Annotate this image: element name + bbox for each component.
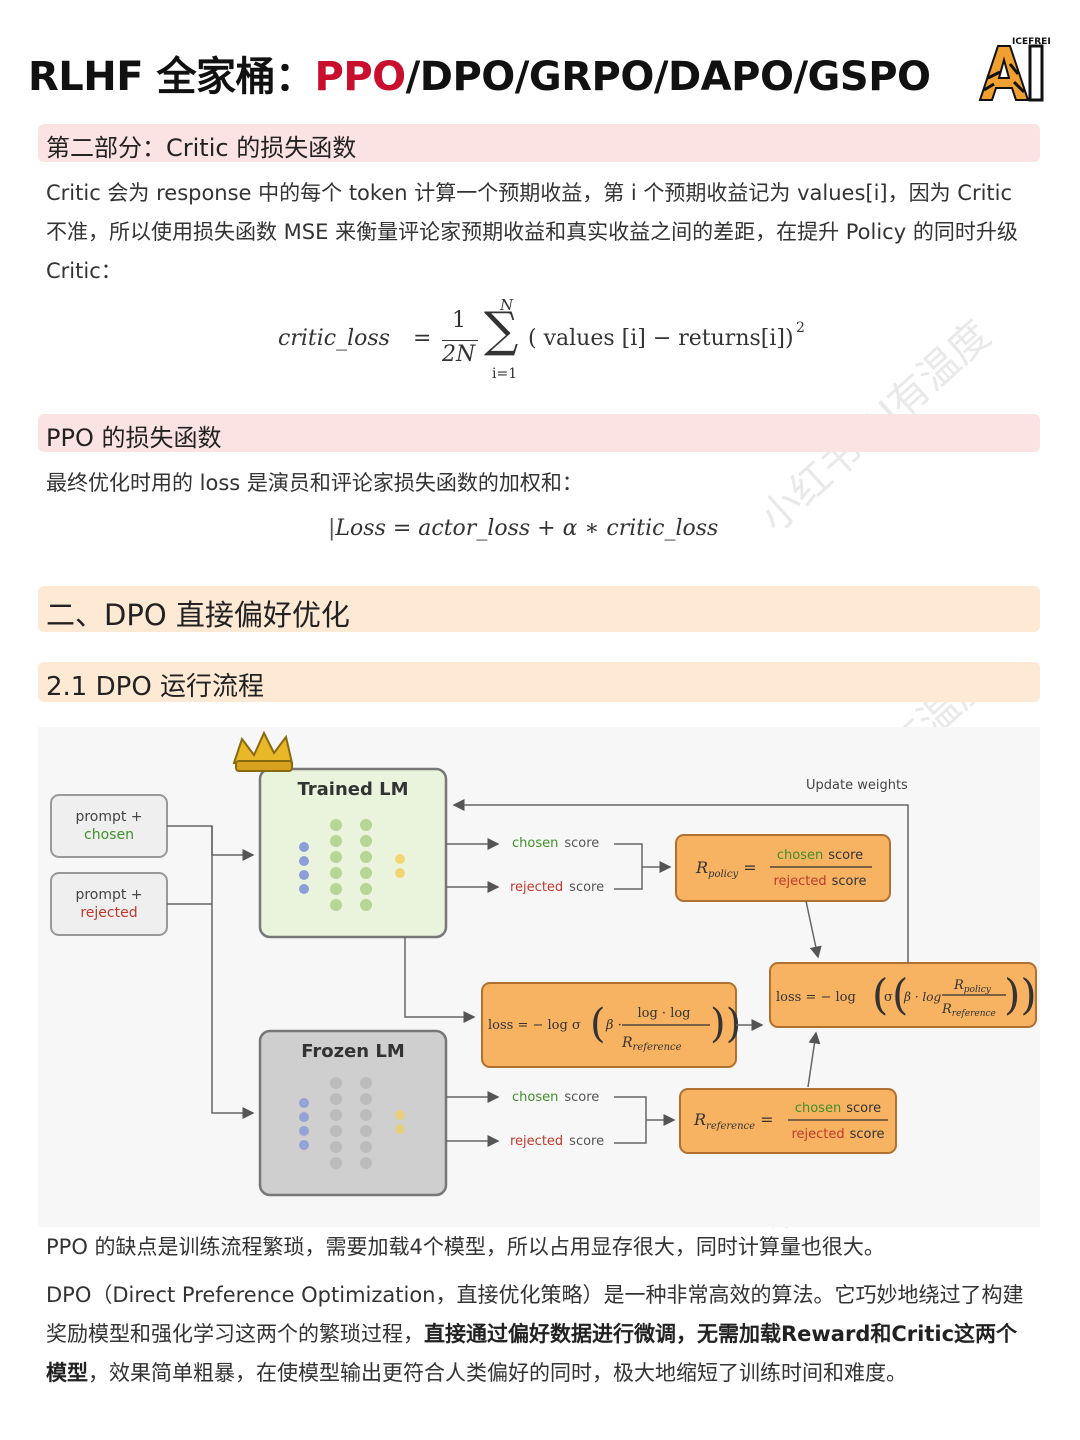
dpo-flow-diagram: prompt + chosen prompt + rejected Traine…: [38, 727, 1040, 1227]
dpo-bold-phrase: 直接通过偏好数据进行微调，无需加载Reward和Critic这两个模型: [46, 1322, 1018, 1385]
loss-box-middle: loss = − log σ β · log · log Rreference …: [481, 982, 741, 1068]
ppo-loss-formula: |Loss = actor_loss + α ∗ critic_loss: [328, 516, 719, 541]
trained-lm-box: Trained LM: [258, 767, 448, 939]
section-heading-text: 二、DPO 直接偏好优化: [46, 598, 350, 632]
critic-paragraph: Critic 会为 response 中的每个 token 计算一个预期收益，第…: [46, 181, 1018, 283]
prompt-chosen-box: prompt + chosen: [50, 794, 168, 858]
critic-loss-formula: critic_loss = 1 2N N ∑ i=1 ( values [i] …: [278, 296, 805, 382]
prompt-rejected-box: prompt + rejected: [50, 872, 168, 936]
frozen-lm-box: Frozen LM: [258, 1029, 448, 1197]
svg-text:prompt +: prompt +: [75, 887, 142, 903]
svg-text:Rreference: Rreference: [621, 1035, 682, 1053]
svg-text:β ·: β ·: [605, 1018, 622, 1033]
section-heading-dpo-flow: 2.1 DPO 运行流程: [38, 662, 1040, 702]
section-heading-critic: 第二部分：Critic 的损失函数: [38, 124, 1040, 162]
svg-text:loss = − log σ: loss = − log σ: [488, 1018, 581, 1033]
svg-text:Rreference =: Rreference =: [693, 1110, 774, 1132]
update-weights-label: Update weights: [806, 778, 908, 793]
svg-text:Rreference: Rreference: [941, 1002, 996, 1019]
loss-box-right: loss = − log ( σ ( β · log Rpolicy Rrefe…: [769, 962, 1037, 1028]
svg-text:Rpolicy: Rpolicy: [953, 978, 992, 995]
svg-text:rejected: rejected: [80, 905, 137, 921]
section-heading-dpo: 二、DPO 直接偏好优化: [38, 586, 1040, 632]
section-heading-text: 第二部分：Critic 的损失函数: [46, 134, 357, 162]
svg-text:σ: σ: [884, 990, 893, 1005]
svg-text:loss = − log: loss = − log: [776, 990, 856, 1005]
crown-icon: [232, 730, 294, 772]
svg-text:chosen: chosen: [84, 827, 134, 843]
section-heading-ppo-loss: PPO 的损失函数: [38, 414, 1040, 452]
svg-text:)): )): [1004, 970, 1037, 1019]
logo-text: ICEFREE: [1012, 37, 1050, 47]
svg-text:log · log: log · log: [637, 1006, 690, 1021]
title-ppo: PPO: [314, 54, 407, 100]
section-heading-text: 2.1 DPO 运行流程: [46, 672, 265, 702]
svg-text:Rpolicy =: Rpolicy =: [695, 858, 757, 880]
ppo-drawback-paragraph: PPO 的缺点是训练流程繁琐，需要加载4个模型，所以占用显存很大，同时计算量也很…: [46, 1235, 885, 1259]
svg-text:prompt +: prompt +: [75, 809, 142, 825]
svg-text:)): )): [710, 1001, 741, 1047]
svg-text:(: (: [872, 970, 888, 1019]
ppo-loss-paragraph: 最终优化时用的 loss 是演员和评论家损失函数的加权和：: [46, 471, 583, 495]
section-heading-text: PPO 的损失函数: [46, 424, 222, 452]
page-title: RLHF 全家桶：PPO/DPO/GRPO/DAPO/GSPO: [28, 54, 931, 100]
svg-text:(: (: [590, 1001, 606, 1047]
svg-text:(: (: [892, 970, 908, 1019]
dpo-description-paragraph: DPO（Direct Preference Optimization，直接优化策…: [46, 1283, 1024, 1385]
svg-text:β · log: β · log: [903, 990, 941, 1004]
svg-text:Frozen LM: Frozen LM: [301, 1041, 405, 1062]
svg-text:Trained LM: Trained LM: [297, 779, 408, 800]
icefree-logo: ICEFREE: [978, 37, 1050, 102]
